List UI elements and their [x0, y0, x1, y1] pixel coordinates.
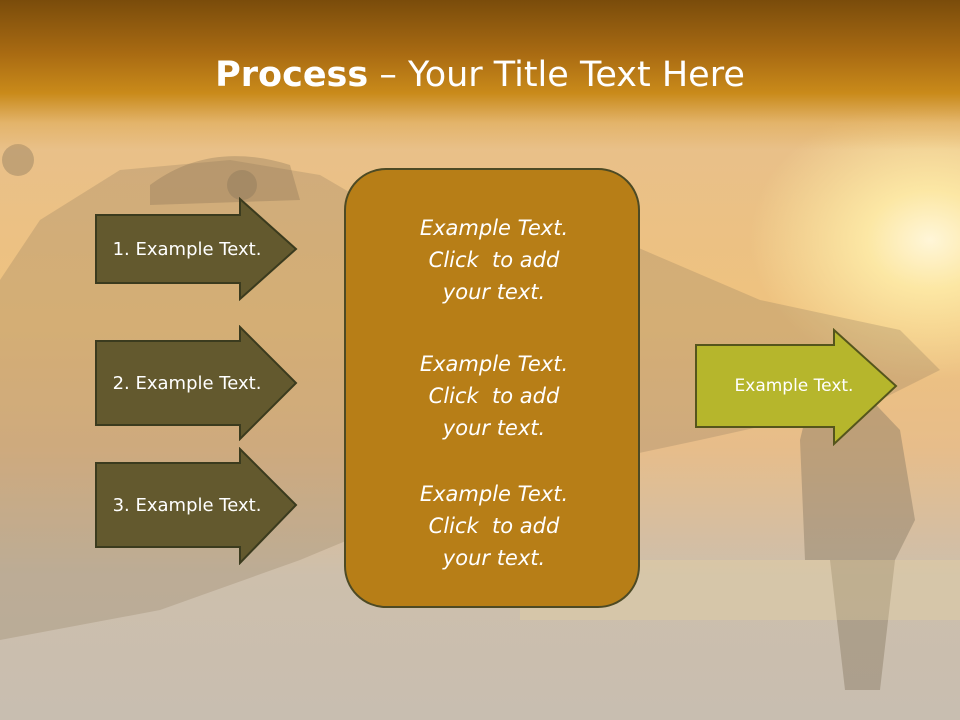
center-text-line: Example Text.	[419, 482, 569, 506]
step-arrow-3[interactable]: 3. Example Text.	[94, 447, 300, 565]
step-arrow-1-label: 1. Example Text.	[112, 238, 262, 260]
center-text-line: Click to add	[428, 248, 560, 272]
step-arrow-2[interactable]: 2. Example Text.	[94, 325, 300, 441]
center-text-block-2: Example Text. Click to add your text.	[346, 348, 642, 444]
center-text-line: Example Text.	[419, 216, 569, 240]
slide-title[interactable]: Process – Your Title Text Here	[0, 52, 960, 98]
title-rest: – Your Title Text Here	[368, 55, 745, 95]
center-text-block-3: Example Text. Click to add your text.	[346, 478, 642, 574]
title-bold: Process	[215, 55, 369, 95]
result-arrow-label: Example Text.	[734, 376, 854, 396]
step-arrow-1[interactable]: 1. Example Text.	[94, 197, 300, 301]
center-text-block-1: Example Text. Click to add your text.	[346, 212, 642, 308]
center-text-line: your text.	[442, 280, 546, 304]
center-text-line: Example Text.	[419, 352, 569, 376]
center-text-line: Click to add	[428, 514, 560, 538]
result-arrow[interactable]: Example Text.	[694, 328, 900, 446]
step-arrow-3-label: 3. Example Text.	[112, 494, 262, 516]
center-text-line: your text.	[442, 546, 546, 570]
step-arrow-2-label: 2. Example Text.	[112, 372, 262, 394]
center-text-line: Click to add	[428, 384, 560, 408]
center-text-box[interactable]: Example Text. Click to add your text. Ex…	[344, 168, 640, 608]
center-text-line: your text.	[442, 416, 546, 440]
title-bar	[0, 0, 960, 150]
